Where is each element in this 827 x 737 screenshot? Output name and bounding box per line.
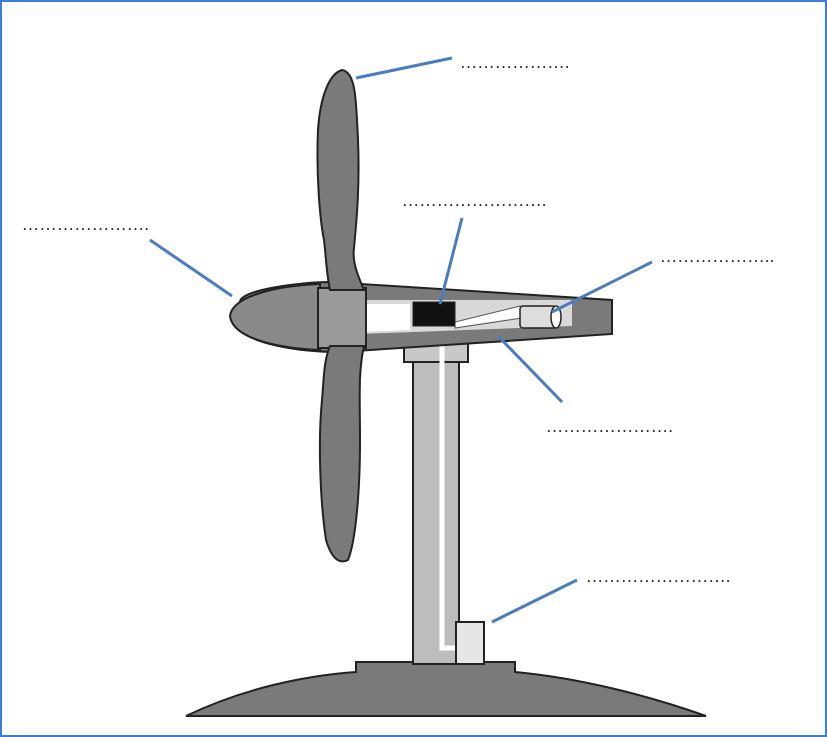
gearbox — [412, 301, 456, 327]
leader-nose-cone — [149, 238, 233, 298]
nose-cone — [228, 282, 321, 352]
leader-cable-box — [491, 578, 578, 624]
label-gearbox: ……………………. — [402, 191, 547, 210]
nacelle-interior-white — [362, 304, 410, 332]
turbine-base — [185, 661, 707, 717]
cable-box — [455, 621, 485, 665]
label-nacelle-shaft: …………………. — [546, 417, 673, 436]
label-blade-tip: ………………. — [460, 53, 570, 72]
leader-blade-tip — [355, 56, 453, 80]
leader-gearbox — [438, 217, 464, 305]
label-cable-box: ……………………. — [586, 567, 731, 586]
label-nose-cone: …………………. — [22, 215, 149, 234]
rotor-blade-upper — [316, 68, 366, 291]
tower — [412, 359, 460, 665]
leader-nacelle-shaft — [496, 334, 564, 404]
rotor-hub — [317, 287, 367, 349]
label-generator: ……………….. — [660, 247, 775, 266]
leader-generator — [551, 260, 653, 314]
power-cable — [439, 322, 456, 651]
shaft-line — [454, 310, 521, 326]
rotor-blade-lower — [318, 345, 366, 563]
